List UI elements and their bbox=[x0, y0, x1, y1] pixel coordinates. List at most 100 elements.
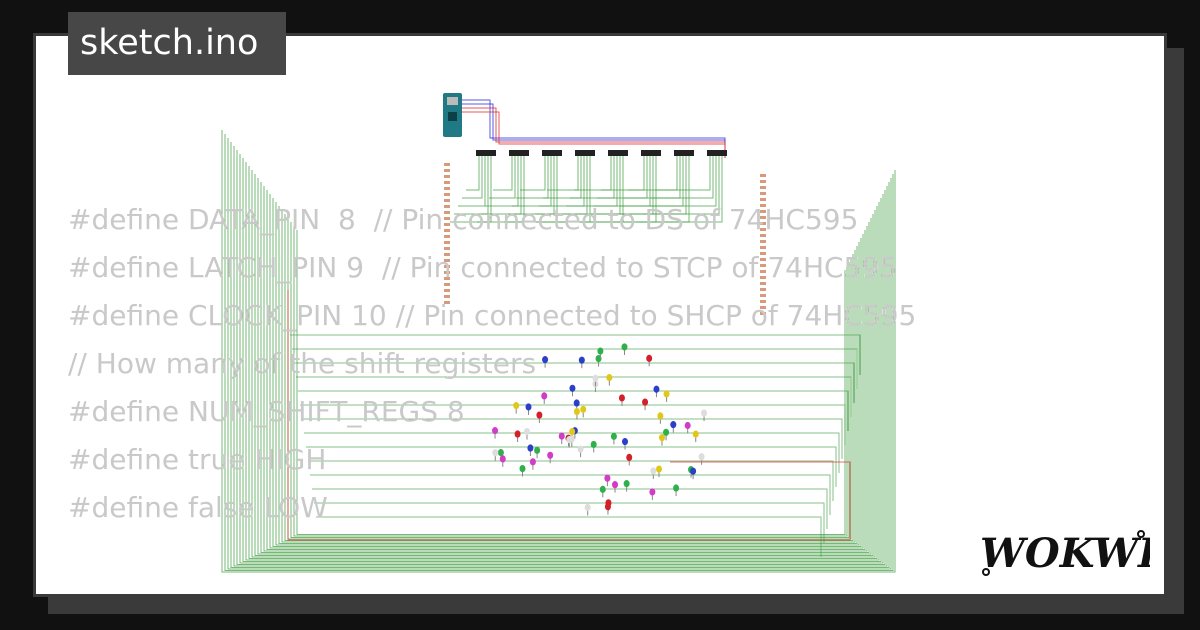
led bbox=[604, 474, 611, 482]
wire bbox=[257, 178, 872, 555]
wire bbox=[489, 156, 516, 199]
shift-register-chip bbox=[509, 150, 529, 156]
resistor bbox=[760, 228, 766, 231]
wire bbox=[260, 182, 870, 553]
led bbox=[578, 356, 585, 364]
resistor bbox=[760, 186, 766, 189]
wire bbox=[230, 142, 890, 568]
led bbox=[698, 453, 705, 461]
led bbox=[626, 453, 633, 462]
led bbox=[558, 432, 565, 440]
wire bbox=[290, 334, 861, 375]
resistor bbox=[760, 216, 766, 219]
wire bbox=[302, 418, 843, 459]
led bbox=[536, 411, 543, 419]
led bbox=[573, 399, 580, 407]
wire bbox=[520, 156, 546, 191]
led bbox=[670, 421, 677, 429]
resistor bbox=[444, 265, 450, 268]
led bbox=[656, 465, 663, 473]
led bbox=[606, 374, 613, 382]
led bbox=[499, 455, 506, 463]
resistor bbox=[444, 271, 450, 274]
led bbox=[653, 385, 660, 393]
wire bbox=[493, 156, 513, 191]
resistor bbox=[444, 223, 450, 226]
wire bbox=[308, 460, 834, 501]
resistor bbox=[444, 253, 450, 256]
resistor bbox=[444, 175, 450, 178]
resistor bbox=[444, 277, 450, 280]
wire bbox=[462, 156, 483, 199]
wire bbox=[639, 156, 723, 223]
led bbox=[597, 347, 604, 355]
wire bbox=[310, 474, 831, 515]
wokwi-logo[interactable]: WOKWI bbox=[978, 524, 1150, 580]
led bbox=[492, 427, 499, 435]
resistor bbox=[760, 306, 766, 309]
resistor bbox=[760, 252, 766, 255]
wire bbox=[281, 210, 856, 543]
wire bbox=[655, 156, 711, 191]
arduino-chip bbox=[448, 112, 457, 121]
wire bbox=[236, 150, 886, 565]
shift-register-chip bbox=[476, 150, 496, 156]
resistor bbox=[444, 235, 450, 238]
resistor bbox=[444, 181, 450, 184]
wire bbox=[624, 156, 681, 199]
code-snippet: #define DATA_PIN 8 // Pin connected to D… bbox=[68, 196, 916, 532]
wire bbox=[278, 206, 858, 544]
led bbox=[514, 430, 521, 438]
wire bbox=[300, 404, 846, 445]
resistor bbox=[760, 204, 766, 207]
resistor bbox=[760, 222, 766, 225]
led bbox=[492, 449, 499, 457]
led bbox=[610, 432, 617, 440]
resistor bbox=[444, 211, 450, 214]
wire bbox=[570, 156, 615, 199]
wire bbox=[296, 230, 846, 535]
arduino-nano-board bbox=[443, 93, 462, 137]
led bbox=[701, 409, 708, 417]
led bbox=[568, 435, 575, 443]
led bbox=[569, 428, 576, 436]
wire bbox=[597, 156, 648, 199]
resistor bbox=[760, 300, 766, 303]
wire bbox=[547, 156, 579, 191]
led bbox=[592, 374, 599, 382]
led bbox=[642, 398, 649, 406]
wire bbox=[647, 156, 717, 207]
resistor bbox=[444, 163, 450, 166]
resistor-arrays bbox=[444, 163, 766, 315]
resistor bbox=[760, 294, 766, 297]
wire bbox=[272, 198, 862, 547]
led bbox=[623, 480, 630, 488]
resistor bbox=[760, 210, 766, 213]
wire bbox=[233, 146, 888, 567]
code-line: #define false LOW bbox=[68, 491, 328, 524]
wire bbox=[242, 158, 882, 562]
wire bbox=[651, 156, 714, 199]
led bbox=[657, 412, 664, 420]
wire bbox=[275, 202, 860, 546]
resistor bbox=[444, 241, 450, 244]
led bbox=[612, 481, 619, 489]
project-title[interactable]: sketch.ino bbox=[68, 12, 286, 75]
wire bbox=[304, 432, 840, 473]
led bbox=[599, 485, 606, 493]
wires bbox=[221, 99, 896, 573]
code-line: #define true HIGH bbox=[68, 443, 327, 476]
wire bbox=[251, 170, 876, 558]
wire bbox=[316, 516, 822, 557]
led bbox=[580, 405, 587, 413]
resistor bbox=[444, 247, 450, 250]
wire bbox=[245, 162, 880, 561]
led bbox=[541, 392, 548, 400]
led bbox=[590, 440, 597, 449]
resistor bbox=[760, 192, 766, 195]
led bbox=[573, 407, 580, 416]
resistor bbox=[760, 180, 766, 183]
led bbox=[650, 467, 657, 475]
wire bbox=[227, 138, 892, 570]
code-line: #define LATCH_PIN 9 // Pin connected to … bbox=[68, 251, 897, 284]
